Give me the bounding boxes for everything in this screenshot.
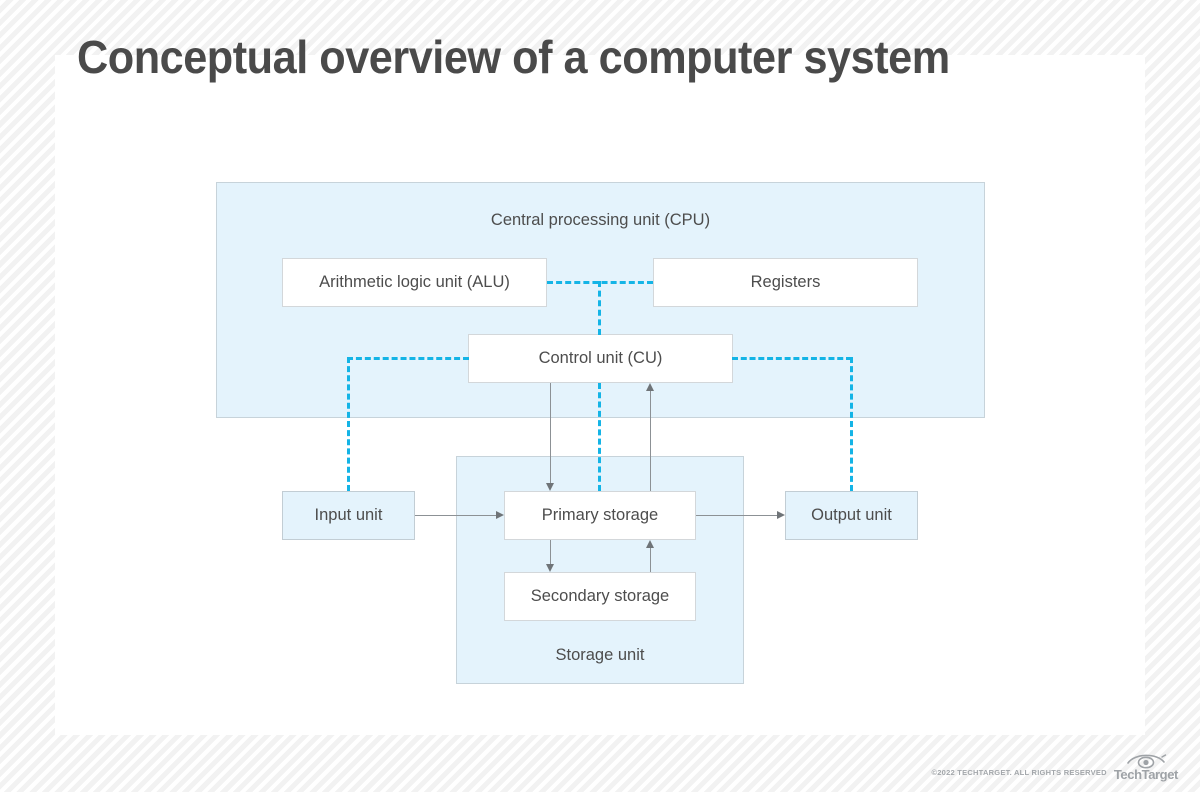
footer: ©2022 TECHTARGET. ALL RIGHTS RESERVED Te… (931, 751, 1178, 782)
node-arithmetic-logic-unit[interactable]: Arithmetic logic unit (ALU) (282, 258, 547, 307)
control-line-cu-to-input-vertical (347, 357, 350, 491)
arrowhead-cu-to-primary (545, 483, 554, 491)
control-line-cu-to-output-vertical (850, 357, 853, 491)
control-line-cu-to-output-horizontal (732, 357, 852, 360)
node-input-unit-label: Input unit (314, 506, 383, 524)
node-output-unit-label: Output unit (811, 506, 892, 524)
page-title: Conceptual overview of a computer system (77, 31, 950, 83)
node-output-unit[interactable]: Output unit (785, 491, 918, 540)
control-line-registers-branch-down (598, 281, 601, 335)
data-line-primary-to-output (696, 515, 777, 516)
data-line-primary-to-secondary (550, 540, 551, 564)
eye-icon (1127, 754, 1167, 769)
node-primary-storage[interactable]: Primary storage (504, 491, 696, 540)
arrowhead-primary-to-secondary (545, 564, 554, 572)
arrowhead-primary-to-cu (645, 383, 654, 391)
arrowhead-primary-to-output (777, 510, 785, 519)
node-primary-storage-label: Primary storage (541, 506, 659, 524)
node-secondary-storage-label: Secondary storage (530, 587, 670, 605)
node-secondary-storage[interactable]: Secondary storage (504, 572, 696, 621)
control-line-cu-to-storage (598, 383, 601, 491)
techtarget-wordmark: TechTarget (1113, 767, 1179, 782)
storage-unit-container-label: Storage unit (555, 646, 645, 664)
node-control-unit[interactable]: Control unit (CU) (468, 334, 733, 383)
node-input-unit[interactable]: Input unit (282, 491, 415, 540)
arrowhead-secondary-to-primary (645, 540, 654, 548)
cpu-container-label: Central processing unit (CPU) (490, 211, 711, 229)
data-line-cu-to-primary (550, 383, 551, 483)
techtarget-logo: TechTarget (1114, 751, 1178, 782)
data-line-input-to-primary (415, 515, 496, 516)
node-arithmetic-logic-unit-label: Arithmetic logic unit (ALU) (319, 273, 510, 291)
node-control-unit-label: Control unit (CU) (538, 349, 663, 367)
data-line-secondary-to-primary (650, 548, 651, 572)
copyright-text: ©2022 TECHTARGET. ALL RIGHTS RESERVED (931, 768, 1107, 777)
data-line-primary-to-cu (650, 391, 651, 491)
control-line-cu-to-input-horizontal (347, 357, 469, 360)
arrowhead-input-to-primary (496, 510, 504, 519)
node-registers[interactable]: Registers (653, 258, 918, 307)
node-registers-label: Registers (750, 273, 821, 291)
